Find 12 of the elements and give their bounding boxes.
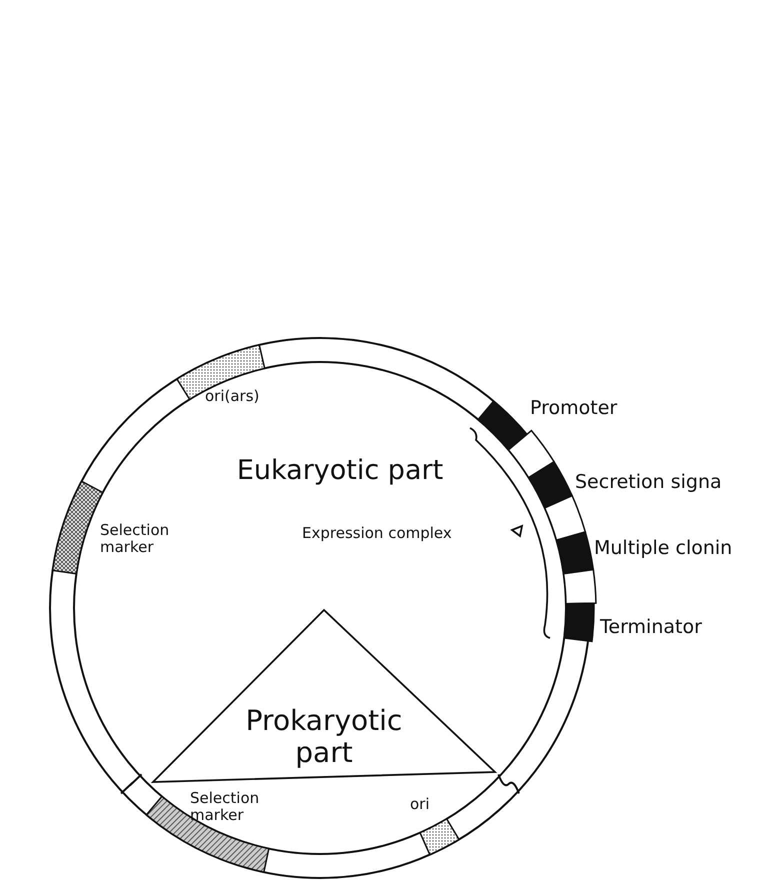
triangle-sector xyxy=(153,610,495,782)
region-label: Eukaryotic part xyxy=(236,455,444,486)
part-label: ori(ars) xyxy=(205,388,260,406)
part-label: ori xyxy=(410,796,430,814)
part-label: Promoter xyxy=(530,398,618,420)
part-label: Terminator xyxy=(600,617,702,639)
part-label: Multiple clonin xyxy=(594,538,732,560)
part-label: Expression complex xyxy=(302,525,452,542)
part-label: Secretion signa xyxy=(575,472,722,494)
part-label: Selection marker xyxy=(190,790,260,824)
part-label: Selection marker xyxy=(100,522,170,556)
region-label: Prokaryotic part xyxy=(244,705,404,770)
